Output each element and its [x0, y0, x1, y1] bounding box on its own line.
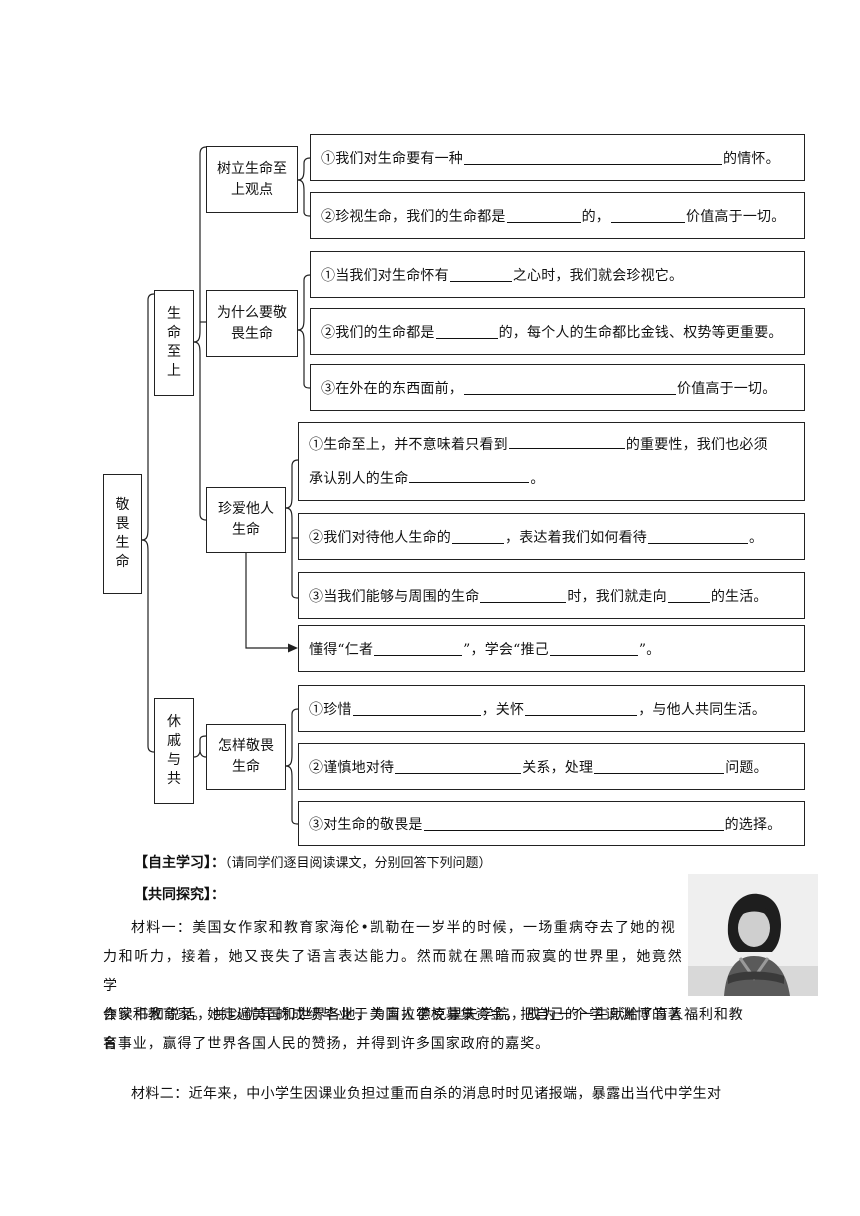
leaf-10-text-end: ，与他人共同生活。 [638, 701, 767, 718]
material-1-line-2: 力和听力，接着，她又丧失了语言表达能力。然而就在黑暗而寂寞的世界里，她竟然学 [103, 949, 683, 994]
leaf-12-text: ③对生命的敬畏是 [309, 816, 423, 833]
leaf-6-text-end: 。 [530, 470, 545, 487]
fill-blank[interactable] [525, 701, 638, 716]
leaf-5-text-end: 价值高于一切。 [677, 380, 777, 397]
fill-blank[interactable] [423, 816, 724, 831]
material-1-line-4: 作家和教育家。她走遍美国和世界各地，为盲人学校募集资金，把自己的一生献给了盲人福… [103, 1007, 744, 1023]
fill-blank[interactable] [508, 434, 625, 449]
fill-blank[interactable] [594, 759, 725, 774]
mindmap-branch-life-supreme: 生命至上 [154, 290, 194, 396]
leaf-12: ③对生命的敬畏是 的选择。 [298, 801, 805, 846]
mindmap-node-how-revere: 怎样敬畏生命 [206, 724, 286, 790]
self-study-title: 【自主学习】： [134, 855, 225, 871]
node-why-revere-label: 为什么要敬畏生命 [217, 304, 287, 342]
leaf-6-text-2: 承认别人的生命 [309, 470, 409, 487]
material-1-top: 材料一：美国女作家和教育家海伦•凯勒在一岁半的时候，一场重病夺去了她的视 力和听… [103, 914, 683, 1059]
joint-inquiry-heading: 【共同探究】： [134, 884, 225, 904]
fill-blank[interactable] [648, 529, 748, 544]
joint-inquiry-title: 【共同探究】： [134, 887, 225, 903]
leaf-9: 懂得“仁者 ”，学会“推己 ”。 [298, 625, 805, 672]
fill-blank[interactable] [464, 380, 676, 395]
branch-life-supreme-label: 生命至上 [167, 306, 181, 379]
root-label: 敬畏生命 [115, 497, 130, 570]
leaf-6-line-2: 承认别人的生命 。 [309, 462, 545, 496]
leaf-5-text: ③在外在的东西面前， [321, 380, 463, 397]
leaf-3-text: ①当我们对生命怀有 [321, 267, 449, 284]
leaf-8-text: ③当我们能够与周围的生命 [309, 588, 480, 605]
fill-blank[interactable] [352, 701, 481, 716]
node-cherish-others-label: 珍爱他人生命 [218, 501, 274, 538]
self-study-heading: 【自主学习】：（请同学们逐目阅读课文，分别回答下列问题） [134, 852, 492, 872]
leaf-2: ②珍视生命，我们的生命都是 的， 价值高于一切。 [310, 192, 805, 239]
leaf-6-line-1: ①生命至上，并不意味着只看到 的重要性，我们也必须 [309, 428, 768, 462]
fill-blank[interactable] [667, 588, 710, 603]
fill-blank[interactable] [409, 468, 530, 483]
leaf-7-text: ②我们对待他人生命的 [309, 529, 451, 546]
leaf-1-text-end: 的情怀。 [723, 150, 780, 167]
mindmap-branch-shared-fate: 休戚与共 [154, 698, 194, 804]
leaf-11: ②谨慎地对待 关系，处理 问题。 [298, 743, 805, 790]
leaf-3-text-end: 之心时，我们就会珍视它。 [512, 267, 684, 284]
leaf-8-text-end: 的生活。 [710, 588, 768, 605]
leaf-6-text-mid: 的重要性，我们也必须 [625, 436, 768, 453]
material-1-line-1: 材料一：美国女作家和教育家海伦•凯勒在一岁半的时候，一场重病夺去了她的视 [131, 920, 677, 936]
node-life-supreme-view-label: 树立生命至上观点 [217, 160, 287, 198]
leaf-4-text: ②我们的生命都是 [321, 324, 435, 341]
leaf-6: ①生命至上，并不意味着只看到 的重要性，我们也必须 承认别人的生命 。 [298, 422, 805, 501]
leaf-5: ③在外在的东西面前， 价值高于一切。 [310, 364, 805, 411]
leaf-11-text-end: 问题。 [725, 759, 768, 776]
leaf-7-text-mid: ，表达着我们如何看待 [505, 529, 647, 546]
fill-blank[interactable] [449, 267, 512, 282]
leaf-9-text: 懂得“仁者 [309, 641, 374, 658]
leaf-2-text-mid: 的， [581, 208, 611, 225]
leaf-10-text: ①珍惜 [309, 701, 352, 718]
fill-blank[interactable] [506, 208, 581, 223]
leaf-11-text-mid: 关系，处理 [522, 759, 594, 776]
mindmap-node-why-revere: 为什么要敬畏生命 [206, 290, 298, 357]
leaf-1: ①我们对生命要有一种 的情怀。 [310, 134, 805, 181]
self-study-note: （请同学们逐目阅读课文，分别回答下列问题） [225, 856, 492, 871]
fill-blank[interactable] [395, 759, 522, 774]
leaf-9-text-end: ”。 [638, 641, 661, 658]
material-1-line-3: 会读书和说话，并以优异的成绩毕业于美国拉德克里夫学院，成为一个学识渊博的著名 [103, 1007, 683, 1052]
mindmap-node-cherish-others: 珍爱他人生命 [206, 487, 286, 553]
node-how-revere-label: 怎样敬畏生命 [218, 738, 274, 775]
mindmap-root: 敬畏生命 [103, 474, 142, 594]
leaf-11-text: ②谨慎地对待 [309, 759, 395, 776]
leaf-4: ②我们的生命都是 的，每个人的生命都比金钱、权势等更重要。 [310, 308, 805, 355]
leaf-6-text: ①生命至上，并不意味着只看到 [309, 436, 508, 453]
leaf-7-text-end: 。 [749, 529, 764, 546]
material-1-bottom: 作家和教育家。她走遍美国和世界各地，为盲人学校募集资金，把自己的一生献给了盲人福… [103, 1001, 803, 1059]
leaf-12-text-end: 的选择。 [724, 816, 782, 833]
leaf-3: ①当我们对生命怀有 之心时，我们就会珍视它。 [310, 251, 805, 298]
material-1-line-5: 育事业，赢得了世界各国人民的赞扬，并得到许多国家政府的嘉奖。 [103, 1036, 550, 1052]
leaf-10-text-mid: ，关怀 [481, 701, 525, 718]
branch-shared-fate-label: 休戚与共 [167, 714, 181, 787]
fill-blank[interactable] [549, 641, 638, 656]
person-photo [688, 874, 818, 996]
fill-blank[interactable] [452, 529, 504, 544]
leaf-7: ②我们对待他人生命的 ，表达着我们如何看待 。 [298, 513, 805, 560]
leaf-2-text: ②珍视生命，我们的生命都是 [321, 208, 506, 225]
leaf-1-text: ①我们对生命要有一种 [321, 150, 463, 167]
leaf-8-text-mid: 时，我们就走向 [567, 588, 667, 605]
fill-blank[interactable] [611, 208, 686, 223]
fill-blank[interactable] [435, 324, 498, 339]
leaf-4-text-end: 的，每个人的生命都比金钱、权势等更重要。 [498, 324, 783, 341]
fill-blank[interactable] [464, 150, 722, 165]
fill-blank[interactable] [374, 641, 463, 656]
mindmap-node-life-supreme-view: 树立生命至上观点 [206, 146, 298, 213]
leaf-9-text-mid: ”，学会“推己 [463, 641, 549, 658]
leaf-2-text-end: 价值高于一切。 [686, 208, 786, 225]
leaf-8: ③当我们能够与周围的生命 时，我们就走向 的生活。 [298, 572, 805, 619]
person-photo-icon [688, 874, 818, 996]
leaf-10: ①珍惜 ，关怀 ，与他人共同生活。 [298, 685, 805, 732]
material-2: 材料二：近年来，中小学生因课业负担过重而自杀的消息时时见诸报端，暴露出当代中学生… [103, 1080, 803, 1109]
material-2-line-1: 材料二：近年来，中小学生因课业负担过重而自杀的消息时时见诸报端，暴露出当代中学生… [131, 1086, 722, 1102]
fill-blank[interactable] [480, 588, 567, 603]
